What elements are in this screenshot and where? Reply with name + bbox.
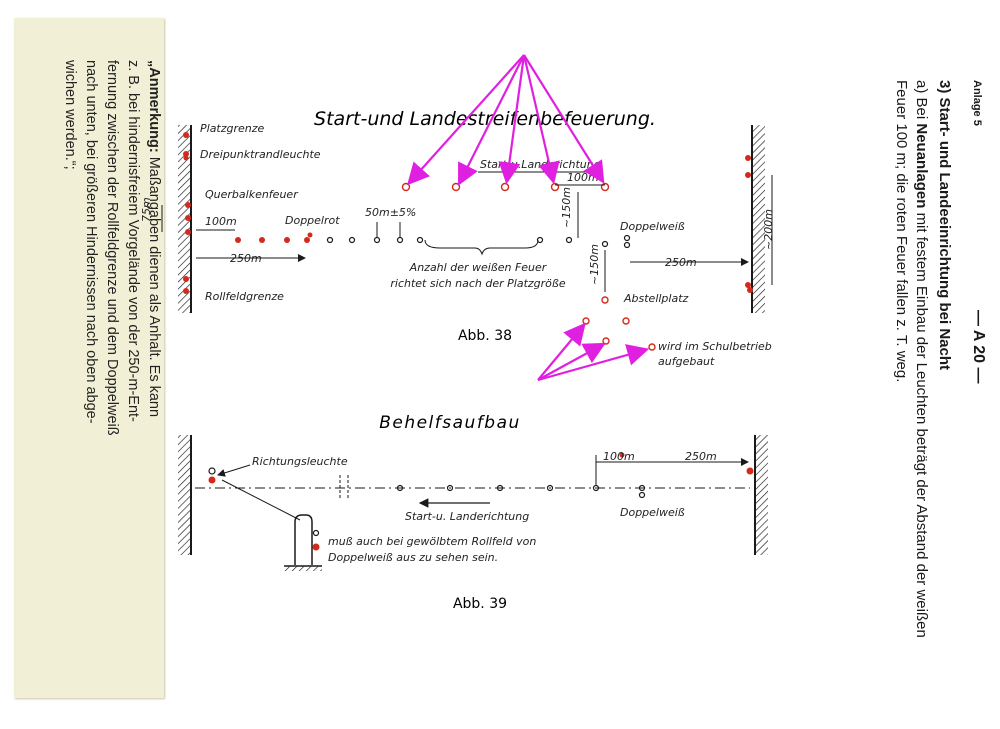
label-muss-2: Doppelweiß aus zu sehen sein. (328, 551, 498, 564)
fig39-label-100m: 100m (603, 450, 635, 463)
fig38-title: Start-und Landestreifenbefeuerung. (314, 108, 656, 130)
fig39-white-lights (396, 484, 646, 499)
right-field-boundary (752, 125, 765, 313)
label-start-landerichtung: Start-u.Landerichtung (480, 158, 601, 171)
fig39-right-red-light (746, 467, 754, 475)
label-muss-1: muß auch bei gewölbtem Rollfeld von (328, 535, 536, 548)
label-doppelweiss: Doppelweiß (620, 220, 685, 233)
fig38-caption: Abb. 38 (458, 328, 512, 344)
label-100m-top: 100m (567, 171, 599, 184)
right-boundary-lights (745, 155, 753, 293)
label-100m: 100m (205, 215, 237, 228)
fig39-label-richtung: Start-u. Landerichtung (405, 510, 529, 523)
label-250m-right: 250m (665, 256, 697, 269)
lamp-mast (294, 514, 313, 565)
label-abstellplatz: Abstellplatz (623, 292, 689, 305)
figure-39: Behelfsaufbau Richtungsleuchte 100m 250m (178, 413, 768, 612)
fig39-label-doppelweiss: Doppelweiß (620, 506, 685, 519)
label-schulbetrieb-2: aufgebaut (658, 355, 715, 368)
label-doppelrot: Doppelrot (285, 214, 340, 227)
runway-red-lights (235, 232, 313, 243)
fig39-title: Behelfsaufbau (379, 413, 521, 433)
label-rollfeldgrenze: Rollfeldgrenze (205, 290, 284, 303)
runway-white-lights (326, 236, 573, 244)
label-schulbetrieb-1: wird im Schulbetrieb (658, 340, 772, 353)
fig39-caption: Abb. 39 (453, 596, 507, 612)
label-dreipunktrandleuchte: Dreipunktrandleuchte (200, 148, 321, 161)
label-richtungsleuchte: Richtungsleuchte (252, 455, 348, 468)
label-platzgrenze: Platzgrenze (200, 122, 265, 135)
label-75m: 75m (140, 197, 153, 222)
label-150m-b: ~150m (588, 244, 601, 285)
doppelweiss-lights (601, 234, 631, 249)
label-150m-a: ~150m (560, 187, 573, 228)
left-boundary-lights (183, 132, 191, 294)
figure-38: Start-und Landestreifenbefeuerung. Platz… (140, 54, 775, 382)
fig39-right-boundary (755, 435, 768, 555)
richtungsleuchte-light (208, 476, 216, 484)
fig39-label-250m: 250m (685, 450, 717, 463)
fig39-left-boundary (178, 435, 191, 555)
annotation-arrows (407, 54, 650, 382)
annotation-note-strip: „Anmerkung: Maßangaben dienen als Anhalt… (14, 18, 164, 698)
label-200m: ~200m (762, 209, 775, 250)
label-anzahl-1: Anzahl der weißen Feuer (409, 261, 548, 274)
left-field-boundary (178, 125, 191, 313)
label-querbalkenfeuer: Querbalkenfeuer (205, 188, 299, 201)
label-anzahl-2: richtet sich nach der Platzgröße (390, 277, 565, 290)
label-50m: 50m±5% (365, 206, 416, 219)
